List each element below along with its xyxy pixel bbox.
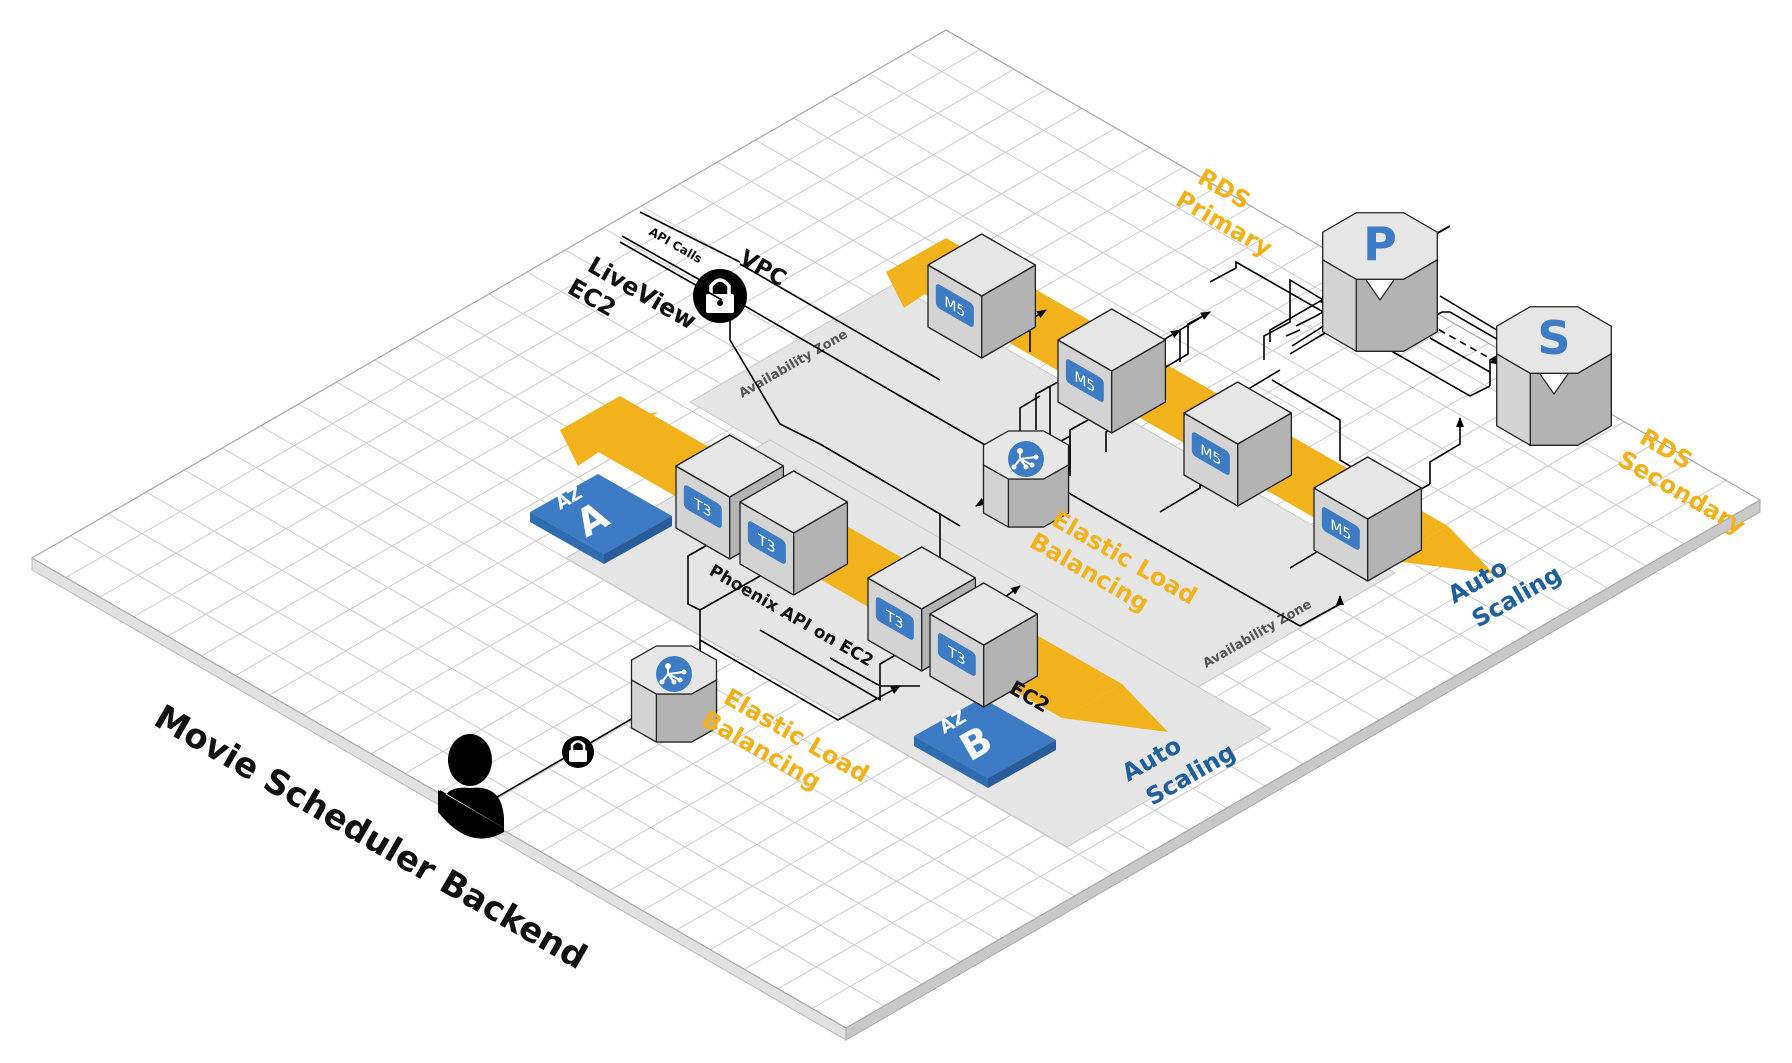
m5-instance: M5 [927,233,1037,359]
instance-badge [683,485,722,528]
t3-instance: T3 [929,582,1039,708]
internal-load-balancer [982,430,1070,528]
m5-instance: M5 [1057,308,1167,434]
instance-badge [1065,359,1104,402]
instance-badge [875,597,914,640]
rds-primary-database-icon: P [1322,212,1438,352]
lock-icon [562,736,594,768]
vpc-lock-icon [693,269,747,323]
m5-instance: M5 [1183,381,1293,507]
instance-badge [935,284,974,327]
az-b-badge: AZ B [914,698,1056,788]
user-icon [438,734,504,839]
instance-badge [937,633,976,676]
instance-badge [1321,507,1360,550]
load-balancer-icon [656,656,692,692]
m5-instance: M5 [1313,456,1423,582]
az-a-badge: AZ A [530,474,672,564]
instance-badge [747,521,786,564]
instance-badge [1191,432,1230,475]
database-letter: S [1537,311,1570,365]
rds-secondary-database-icon: S [1496,306,1612,446]
database-letter: P [1363,217,1397,271]
load-balancer-icon [1008,441,1044,477]
t3-instance: T3 [739,470,849,596]
public-load-balancer [630,645,718,743]
